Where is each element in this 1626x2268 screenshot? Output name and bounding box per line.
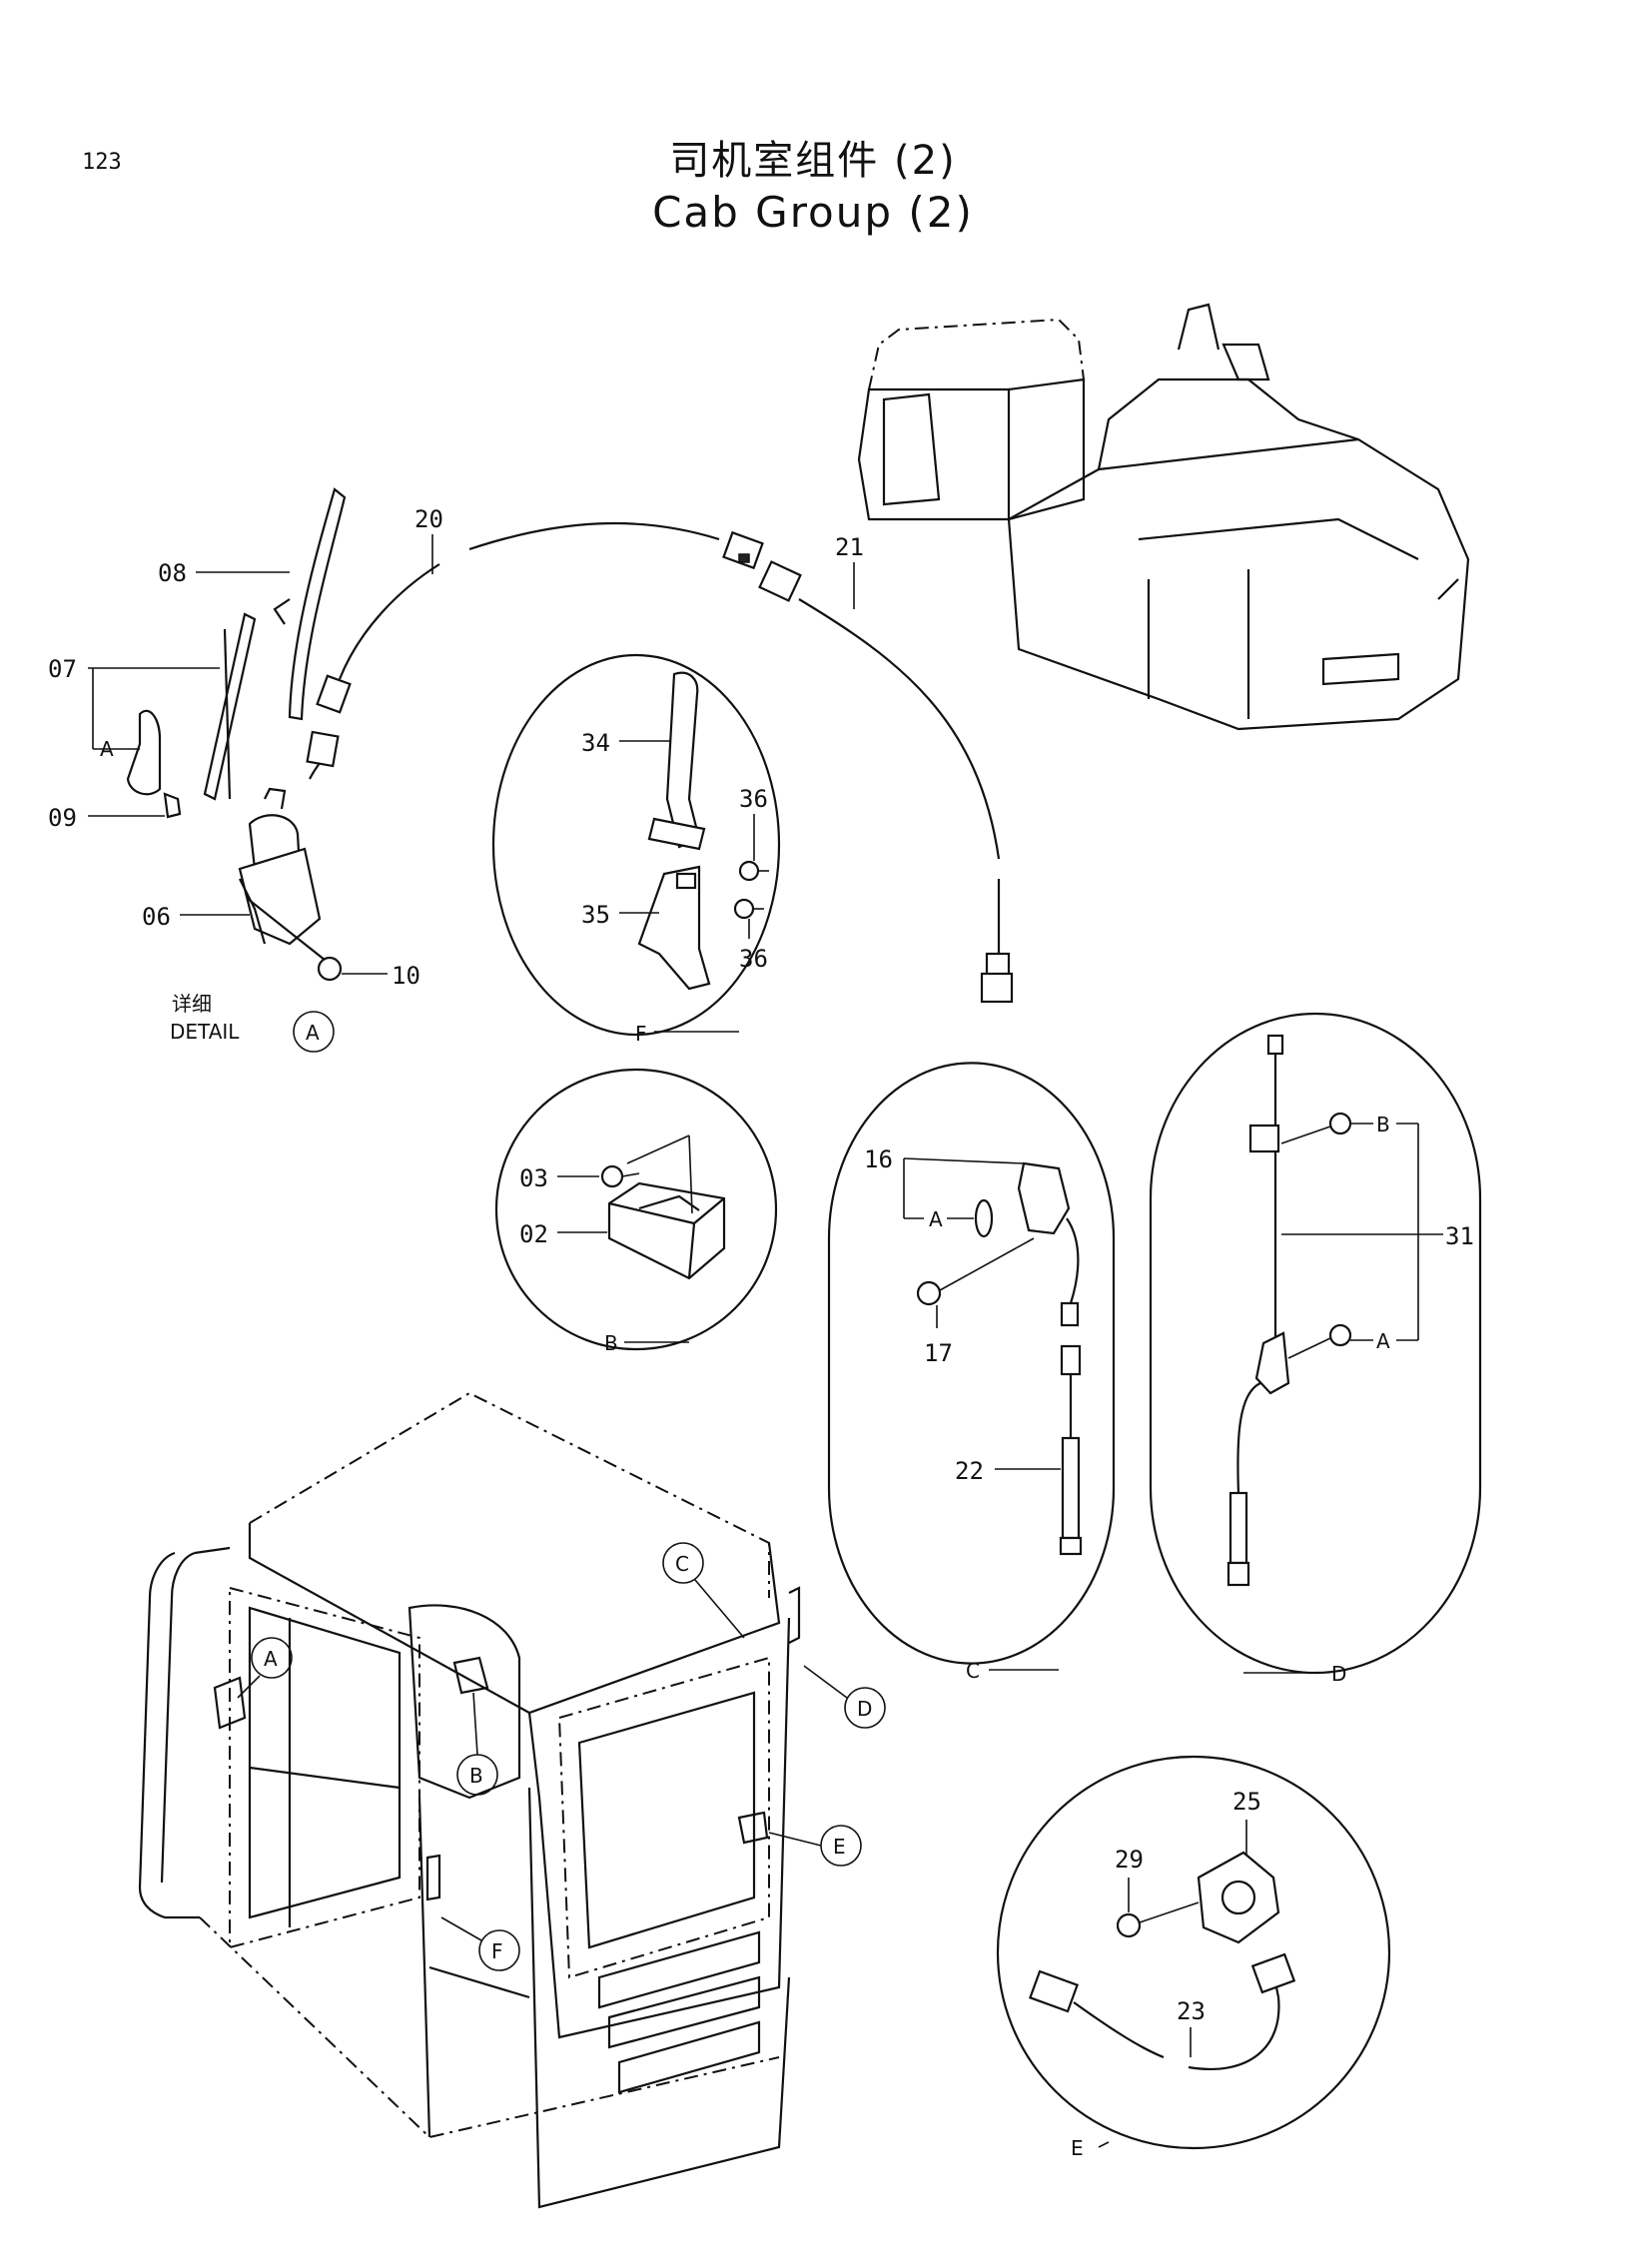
harness-21 xyxy=(758,560,1014,1004)
callout-07-sub-a: A xyxy=(100,737,114,761)
detail-f: 34 36 35 36 F xyxy=(491,653,781,1046)
callout-16: 16 xyxy=(864,1145,893,1173)
callout-08: 08 xyxy=(158,559,187,587)
callout-17: 17 xyxy=(924,1339,953,1367)
cab-marker-e: E xyxy=(833,1835,846,1859)
callout-09: 09 xyxy=(48,804,77,832)
detail-d: B A 31 D xyxy=(1149,1012,1482,1686)
callout-35: 35 xyxy=(581,901,610,929)
callout-31: 31 xyxy=(1445,1222,1474,1250)
wiper-assembly xyxy=(126,487,347,982)
callout-02: 02 xyxy=(519,1220,548,1248)
detail-b: 03 02 B xyxy=(494,1068,778,1355)
title-chinese: 司机室组件 (2) xyxy=(669,138,957,184)
callout-31-sub-a: A xyxy=(1376,1329,1390,1353)
detail-a-label: 详细 DETAIL A xyxy=(170,992,335,1053)
callout-03: 03 xyxy=(519,1164,548,1192)
title-english: Cab Group (2) xyxy=(652,188,974,237)
cab-markers: A B C D E F xyxy=(237,1542,886,1971)
excavator-overview xyxy=(857,303,1470,731)
cab-marker-f: F xyxy=(491,1939,503,1963)
callout-06: 06 xyxy=(142,903,171,931)
cab-marker-d: D xyxy=(857,1697,872,1721)
callout-e: E xyxy=(1071,2136,1084,2160)
callout-10: 10 xyxy=(392,962,420,990)
callout-29: 29 xyxy=(1115,1846,1144,1874)
cab-assembly xyxy=(138,1391,801,2209)
callout-16-sub-a: A xyxy=(929,1207,943,1231)
callout-d: D xyxy=(1331,1662,1346,1686)
harness-20 xyxy=(316,521,764,714)
callout-20: 20 xyxy=(414,505,443,533)
callout-21: 21 xyxy=(835,533,864,561)
cab-marker-b: B xyxy=(469,1764,483,1788)
page-number: 123 xyxy=(82,150,122,175)
callout-b: B xyxy=(604,1331,618,1355)
callout-c: C xyxy=(966,1659,980,1683)
callout-07: 07 xyxy=(48,655,77,683)
detail-c: 16 A 17 22 C xyxy=(827,1062,1116,1683)
callout-23: 23 xyxy=(1177,1997,1206,2025)
callout-36-top: 36 xyxy=(739,785,768,813)
detail-letter: A xyxy=(306,1021,320,1045)
detail-cn: 详细 xyxy=(172,992,212,1016)
callout-36-bottom: 36 xyxy=(739,945,768,973)
callout-34: 34 xyxy=(581,729,610,757)
detail-e: 29 25 23 E xyxy=(996,1755,1391,2160)
detail-en: DETAIL xyxy=(170,1020,240,1044)
callout-31-sub-b: B xyxy=(1376,1113,1390,1136)
callout-22: 22 xyxy=(955,1457,984,1485)
cab-marker-a: A xyxy=(264,1647,278,1671)
wiper-callouts: 08 07 A 09 06 10 20 21 xyxy=(48,505,864,990)
callout-25: 25 xyxy=(1232,1788,1261,1816)
cab-marker-c: C xyxy=(675,1552,689,1576)
callout-f: F xyxy=(635,1022,647,1046)
